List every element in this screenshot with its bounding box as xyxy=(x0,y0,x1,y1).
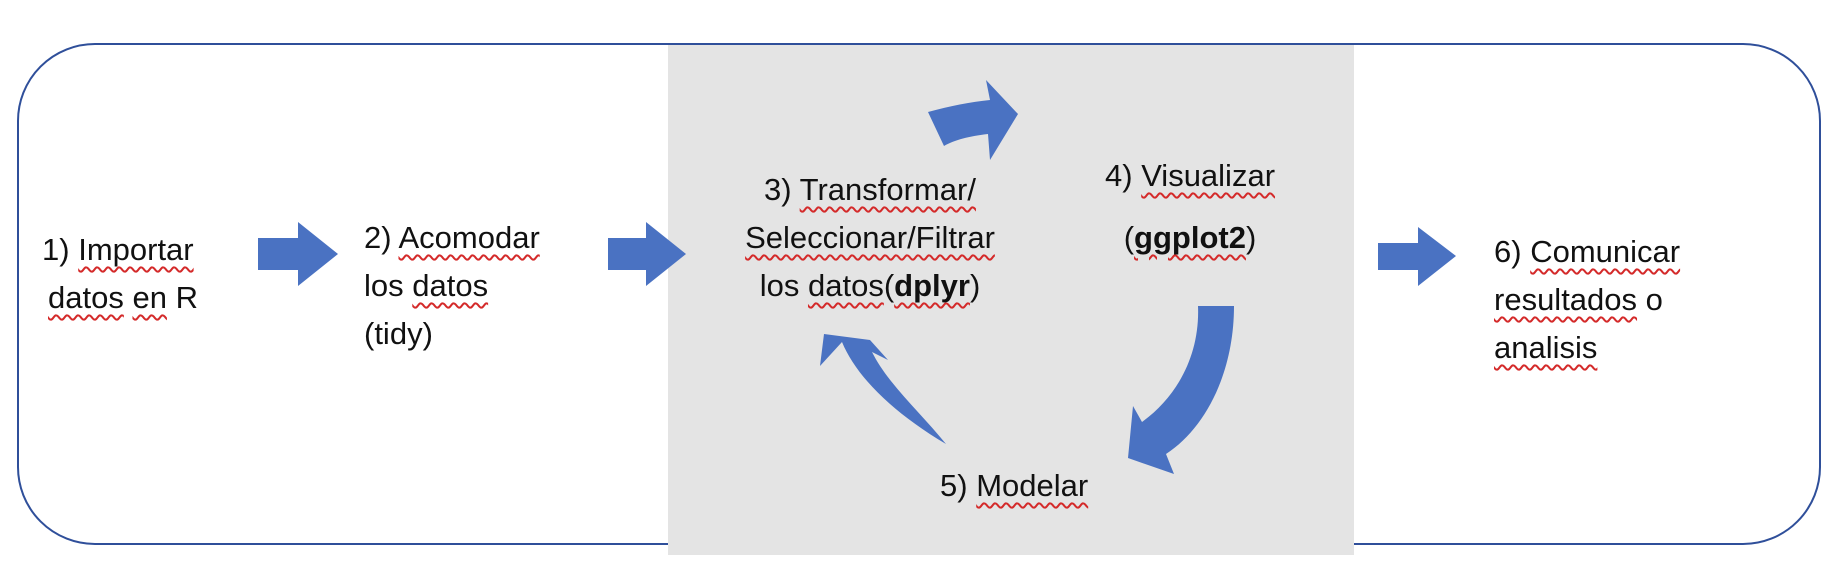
step-4-paren-open: ( xyxy=(1123,220,1135,255)
step-4-word: Visualizar xyxy=(1141,158,1276,193)
step-1-word: en xyxy=(132,280,167,315)
step-1-word: R xyxy=(175,280,198,315)
step-3-word: Transformar/ xyxy=(799,172,976,207)
step-3-line-3: los datos(dplyr) xyxy=(700,262,1040,310)
step-4-line-2: (ggplot2) xyxy=(1080,214,1300,262)
arrow-right-icon xyxy=(1378,227,1456,286)
step-1-line-2: datos en R xyxy=(42,274,262,322)
step-2-word: los xyxy=(364,268,404,303)
step-6-line-3: analisis xyxy=(1494,324,1774,372)
step-6-word: resultados xyxy=(1494,282,1638,317)
iterative-cycle-panel xyxy=(668,45,1354,555)
step-3-tool-name: dplyr xyxy=(894,268,970,303)
step-3-paren-close: ) xyxy=(969,268,981,303)
step-4-line-1: 4) Visualizar xyxy=(1080,152,1300,200)
curved-arrow-right-down-icon xyxy=(1128,306,1234,474)
curved-arrow-left-up-icon xyxy=(820,334,946,444)
step-4-number: 4) xyxy=(1104,158,1133,193)
step-1-word: datos xyxy=(48,280,124,315)
step-6-communicate-label: 6) Comunicar resultados o analisis xyxy=(1494,228,1774,372)
step-5-number: 5) xyxy=(940,468,968,503)
step-2-tidy-label: 2) Acomodar los datos (tidy) xyxy=(364,214,604,358)
step-1-import-label: 1) Importar datos en R xyxy=(42,226,262,322)
step-2-word: (tidy) xyxy=(364,316,433,351)
step-3-word: los xyxy=(759,268,800,303)
curved-arrow-top-icon xyxy=(928,80,1018,160)
step-4-tool-name: ggplot2 xyxy=(1134,220,1246,255)
step-2-line-3: (tidy) xyxy=(364,310,604,358)
step-4-visualize-label: 4) Visualizar (ggplot2) xyxy=(1080,152,1300,262)
step-3-number: 3) xyxy=(764,172,792,207)
step-1-line-1: 1) Importar xyxy=(42,226,262,274)
step-3-paren-open: ( xyxy=(883,268,895,303)
arrow-right-icon xyxy=(258,222,338,286)
step-2-number: 2) xyxy=(364,220,392,255)
step-6-line-1: 6) Comunicar xyxy=(1494,228,1774,276)
step-2-word: Acomodar xyxy=(398,220,540,255)
step-6-word: o xyxy=(1645,282,1663,317)
step-1-number: 1) xyxy=(42,232,70,267)
step-3-line-2: Seleccionar/Filtrar xyxy=(700,214,1040,262)
step-3-transform-label: 3) Transformar/ Seleccionar/Filtrar los … xyxy=(700,166,1040,310)
step-6-word: Comunicar xyxy=(1530,234,1681,269)
step-2-word: datos xyxy=(412,268,489,303)
step-2-line-2: los datos xyxy=(364,262,604,310)
step-6-line-2: resultados o xyxy=(1494,276,1774,324)
step-6-word: analisis xyxy=(1494,330,1598,365)
step-3-line-1: 3) Transformar/ xyxy=(700,166,1040,214)
step-4-paren-close: ) xyxy=(1245,220,1257,255)
step-5-word: Modelar xyxy=(976,468,1089,503)
step-6-number: 6) xyxy=(1494,234,1522,269)
step-5-model-label: 5) Modelar xyxy=(940,462,1140,510)
step-1-word: Importar xyxy=(78,232,194,267)
step-3-word: Seleccionar/Filtrar xyxy=(745,220,995,255)
step-2-line-1: 2) Acomodar xyxy=(364,214,604,262)
arrow-right-icon xyxy=(608,222,686,286)
step-3-word: datos xyxy=(807,268,884,303)
